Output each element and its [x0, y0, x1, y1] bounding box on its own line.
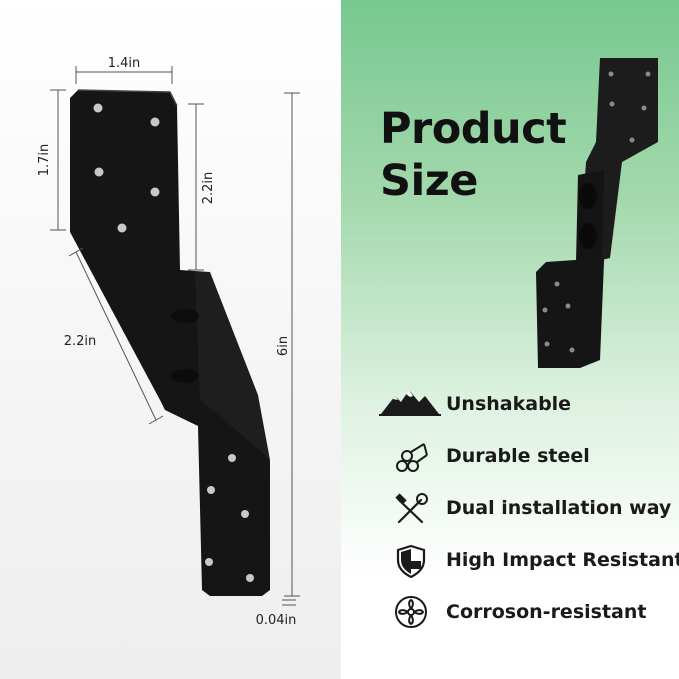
dim-height-top: 1.7in	[37, 144, 52, 177]
heading-size: Size	[380, 156, 478, 206]
feature-unshakable: Unshakable	[446, 393, 572, 415]
feature-corrosion-resistant: Corroson-resistant	[446, 601, 647, 623]
feature-durable-steel: Durable steel	[446, 445, 590, 467]
steel-bars-icon	[396, 443, 428, 472]
dim-top-section: 2.2in	[201, 172, 216, 205]
dim-total-height: 6in	[276, 336, 291, 356]
hammer-wrench-icon	[395, 493, 428, 524]
dim-width-top: 1.4in	[108, 56, 141, 71]
dim-thickness: 0.04in	[256, 613, 297, 628]
dim-slant: 2.2in	[64, 334, 97, 349]
bracket-front-plate	[70, 90, 270, 596]
heading-product: Product	[380, 104, 567, 154]
mountain-icon	[379, 390, 441, 416]
holes-top	[93, 103, 160, 233]
feature-impact-resistant: High Impact Resistant	[446, 549, 679, 571]
corrosion-icon	[395, 596, 427, 628]
feature-dual-installation: Dual installation way	[446, 497, 672, 519]
bolt-1	[171, 309, 199, 323]
shield-icon	[396, 544, 426, 578]
bracket-dimension-drawing: 1.4in 1.7in 2.2in 2.2in 6in 0.04in	[37, 56, 300, 628]
bolt-2	[171, 369, 199, 383]
holes-bottom	[205, 454, 254, 582]
